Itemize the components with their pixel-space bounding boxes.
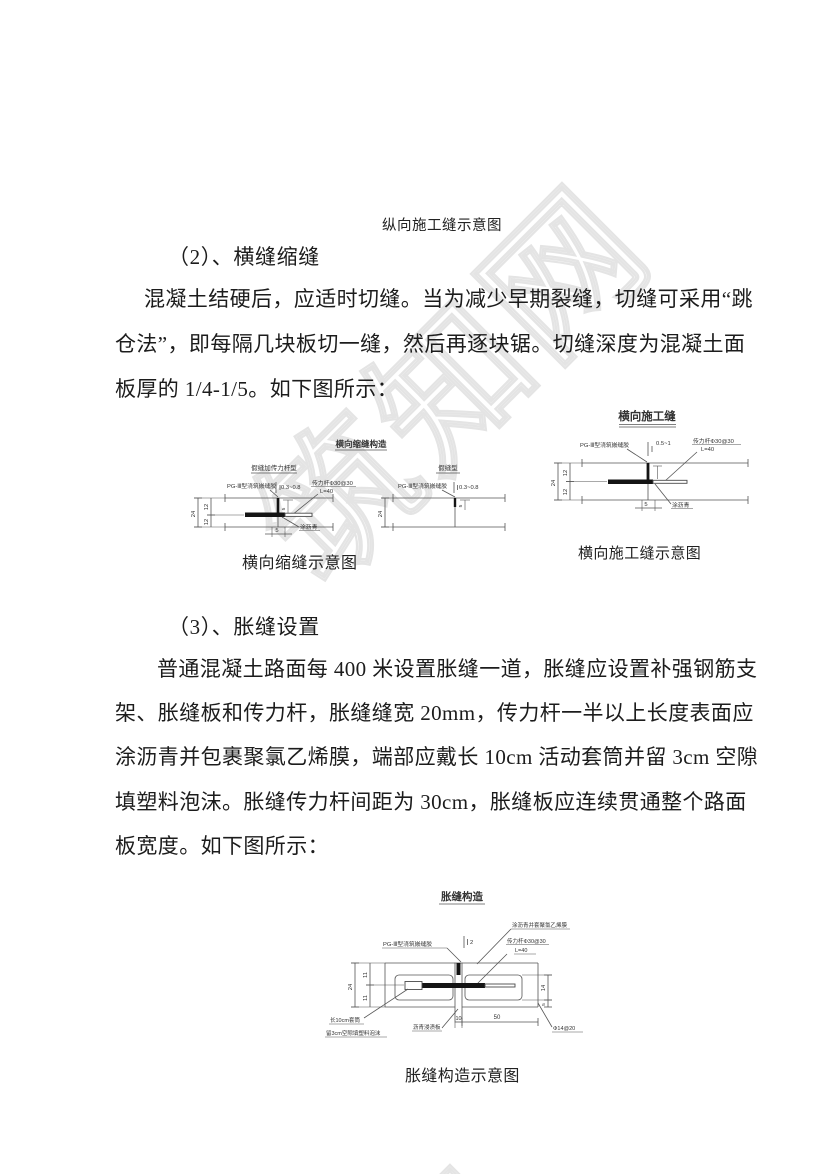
dim-total: 24 <box>551 479 557 486</box>
gap-dim-label: 0.5~1 <box>656 441 671 447</box>
asphalt-label: 涂沥青 <box>300 523 318 531</box>
dim-upper: 12 <box>204 504 210 510</box>
figureC-caption: 胀缝构造示意图 <box>405 1068 520 1085</box>
figureA-sub-plain: 假缝型 PG-Ⅲ型浇筑嵌缝胶 0.3~0.8 5 24 <box>378 463 506 531</box>
dowel-label-1: 传力杆Φ30@30 <box>312 479 353 487</box>
dowel-label-2: L=40 <box>515 948 527 954</box>
sleeve-label-1: 长10cm套筒 <box>330 1016 360 1024</box>
section2-line3: 板厚的 1/4-1/5。如下图所示： <box>115 377 399 401</box>
sealant-label: PG-Ⅲ型浇筑嵌缝胶 <box>227 482 276 490</box>
gap-dim-label: 0.3~0.8 <box>459 485 479 491</box>
dim-right-main: 14 <box>541 984 547 991</box>
section2-heading: （2）、横缝缩缝 <box>168 245 320 269</box>
dim-lower: 11 <box>363 995 369 1001</box>
subtitle-dowel-type: 假缝加传力杆型 <box>251 463 297 472</box>
dim-dowel-length: 50 <box>494 1015 501 1021</box>
sealant-label: PG-Ⅲ型浇筑嵌缝胶 <box>398 482 447 490</box>
dim-bottom: 5 <box>644 502 647 508</box>
dowel-label-2: L=40 <box>320 489 333 495</box>
notch-depth-dim: 5 <box>458 504 464 507</box>
gap-dim-label: 0.3~0.8 <box>281 485 301 491</box>
dim-right-small: 5 <box>541 1003 547 1006</box>
notch-depth-dim: 5 <box>281 507 287 510</box>
figureB-caption: 横向施工缝示意图 <box>578 546 702 562</box>
figure-contraction-joint: 横向缩缝构造 假缝加传力杆型 PG-Ⅲ型浇筑嵌缝胶 0.3~0.8 传力杆Φ30… <box>191 439 506 537</box>
dowel-label-1: 传力杆Φ30@30 <box>507 937 546 945</box>
caption-longitudinal-joint: 纵向施工缝示意图 <box>382 218 502 234</box>
dim-joint-width: 10 <box>455 1016 461 1022</box>
board-label: 沥青浸渍板 <box>413 1023 441 1031</box>
dim-lower: 12 <box>563 489 569 495</box>
figure-construction-joint: 横向施工缝 PG-Ⅲ型浇筑嵌缝胶 0.5~1 传力杆Φ30@30 L=40 24… <box>551 409 749 511</box>
figureA-caption: 横向缩缝示意图 <box>242 555 358 572</box>
dowel-label-1: 传力杆Φ30@30 <box>693 437 734 445</box>
section3-line2: 架、胀缝板和传力杆，胀缝缝宽 20mm，传力杆一半以上长度表面应 <box>115 701 754 725</box>
dim-upper: 11 <box>363 972 369 978</box>
figureA-title: 横向缩缝构造 <box>334 439 387 449</box>
sealant-label: PG-Ⅲ型浇筑嵌缝胶 <box>580 441 629 449</box>
figureC-title: 胀缝构造 <box>441 890 483 903</box>
dim-total: 24 <box>191 510 197 517</box>
sealant-label: PG-Ⅲ型浇筑嵌缝胶 <box>383 940 432 948</box>
section3-line3: 涂沥青并包裹聚氯乙烯膜，端部应戴长 10cm 活动套筒并留 3cm 空隙 <box>115 745 759 769</box>
section3-heading: （3）、胀缝设置 <box>168 615 320 639</box>
asphalt-label: 涂沥青 <box>672 501 690 509</box>
sleeve-label-2: 留3cm空隙填塑料泡沫 <box>326 1029 381 1037</box>
figureA-sub-dowel: 假缝加传力杆型 PG-Ⅲ型浇筑嵌缝胶 0.3~0.8 传力杆Φ30@30 L=4… <box>191 463 356 537</box>
pvc-wrap-label: 涂沥青并套聚氯乙烯膜 <box>512 921 568 929</box>
section2-line1: 混凝土结硬后，应适时切缝。当为减少早期裂缝，切缝可采用“跳 <box>144 287 753 311</box>
dim-total: 24 <box>348 983 354 990</box>
section2-line2: 仓法”，即每隔几块板切一缝，然后再逐块锯。切缝深度为混凝土面 <box>115 332 746 356</box>
section3-line4: 填塑料泡沫。胀缝传力杆间距为 30cm，胀缝板应连续贯通整个路面 <box>115 790 747 814</box>
dim-bottom: 5 <box>275 528 278 534</box>
section3-line5: 板宽度。如下图所示： <box>115 834 329 858</box>
rebar-spec-label: Φ14@20 <box>553 1026 575 1032</box>
dowel-label-2: L=40 <box>701 447 714 453</box>
watermark-bottom: 筑知网 <box>85 1109 601 1174</box>
section3-line1: 普通混凝土路面每 400 米设置胀缝一道，胀缝应设置补强钢筋支 <box>157 657 758 681</box>
figureB-title: 横向施工缝 <box>618 409 676 423</box>
subtitle-plain-type: 假缝型 <box>438 463 458 472</box>
gap-dim-label: 2 <box>470 940 473 946</box>
figure-expansion-joint: 胀缝构造 涂沥青并套聚氯乙烯膜 PG-Ⅲ型浇筑嵌缝胶 2 传力杆Φ30@30 L… <box>325 890 583 1038</box>
dim-total: 24 <box>378 510 384 517</box>
dim-upper: 12 <box>563 470 569 476</box>
dim-lower: 12 <box>204 519 210 525</box>
